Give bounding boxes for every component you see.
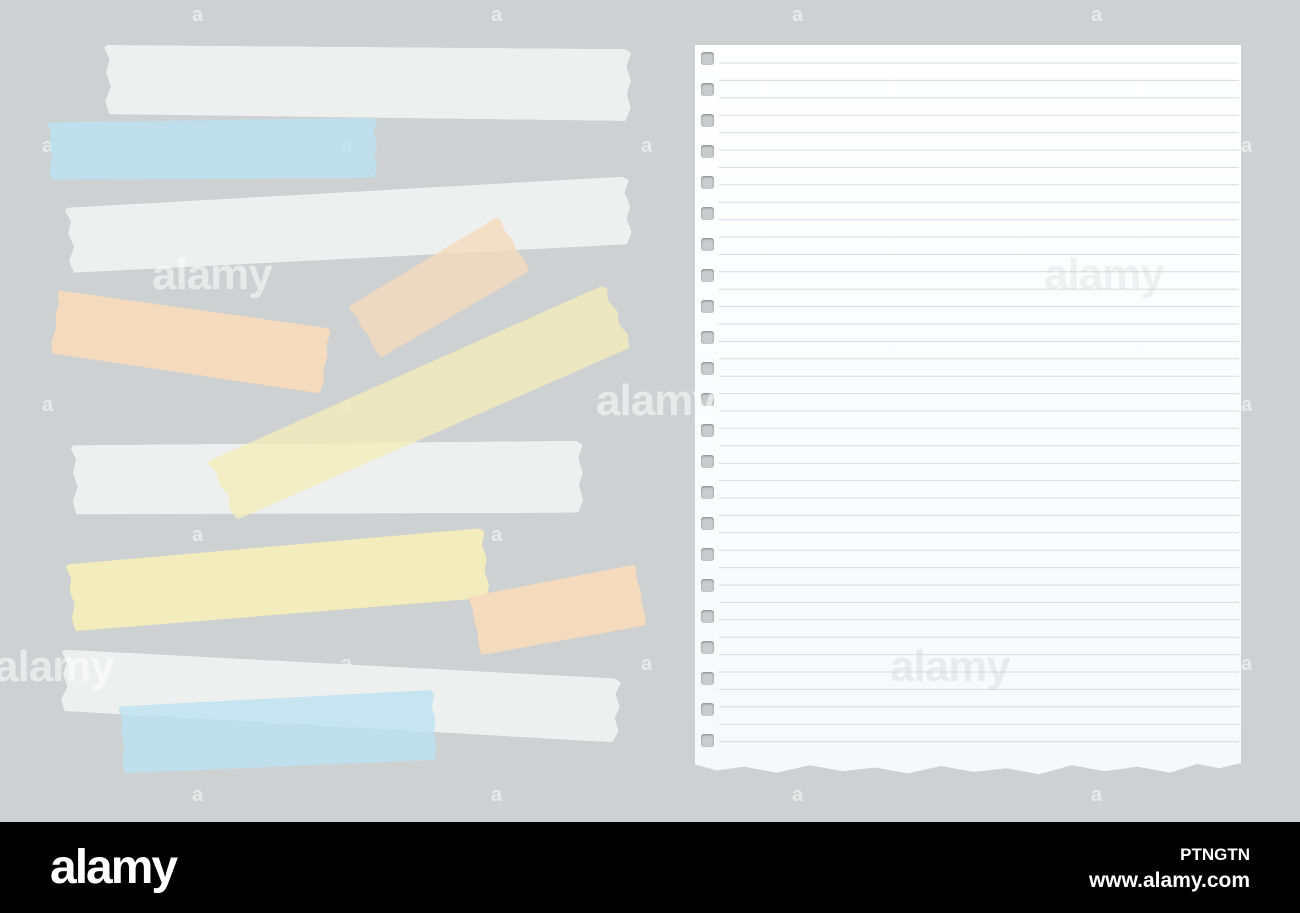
spiral-hole — [701, 207, 714, 220]
spiral-hole — [701, 517, 714, 530]
footer-url: www.alamy.com — [1088, 869, 1250, 892]
spiral-hole — [701, 238, 714, 251]
watermark-mark: a — [641, 135, 652, 157]
background-canvas: a a a a a a a a a a a a a a a a a a a a … — [0, 0, 1300, 822]
tape-orange-3 — [469, 564, 648, 657]
watermark-mark: a — [1091, 4, 1102, 26]
watermark-mark: a — [42, 394, 53, 416]
watermark-mark: a — [491, 784, 502, 806]
tape-blue-1 — [48, 118, 378, 183]
spiral-hole — [701, 300, 714, 313]
watermark-logo: alamy — [1044, 250, 1165, 299]
notebook-paper — [695, 45, 1241, 775]
spiral-hole — [701, 145, 714, 158]
spiral-hole — [701, 734, 714, 747]
ruled-lines — [719, 62, 1239, 743]
spiral-hole — [701, 83, 714, 96]
spiral-hole — [701, 176, 714, 189]
spiral-hole — [701, 672, 714, 685]
watermark-mark: a — [192, 4, 203, 26]
spiral-hole — [701, 548, 714, 561]
image-id: PTNGTN — [1180, 845, 1250, 864]
tape-white-2 — [65, 176, 633, 275]
watermark-logo: alamy — [890, 642, 1011, 691]
footer-bar: alamy PTNGTN www.alamy.com — [0, 822, 1300, 913]
watermark-mark: a — [341, 653, 352, 675]
tape-white-1 — [104, 45, 632, 121]
watermark-mark: a — [1091, 784, 1102, 806]
watermark-mark: a — [1241, 394, 1252, 416]
spiral-hole — [701, 393, 714, 406]
tape-orange-1 — [49, 290, 331, 394]
watermark-mark: a — [192, 524, 203, 546]
watermark-mark: a — [1241, 135, 1252, 157]
watermark-mark: a — [792, 4, 803, 26]
spiral-hole — [701, 52, 714, 65]
watermark-mark: a — [42, 135, 53, 157]
spiral-hole — [701, 114, 714, 127]
watermark-logo: alamy — [596, 376, 717, 425]
watermark-mark: a — [792, 784, 803, 806]
watermark-logo: alamy — [0, 642, 115, 691]
footer-logo: alamy — [50, 841, 178, 894]
spiral-hole — [701, 331, 714, 344]
spiral-hole — [701, 610, 714, 623]
watermark-mark: a — [491, 524, 502, 546]
watermark-mark: a — [192, 784, 203, 806]
watermark-mark: a — [641, 653, 652, 675]
spiral-hole — [701, 455, 714, 468]
spiral-hole — [701, 269, 714, 282]
watermark-logo: alamy — [152, 250, 273, 299]
spiral-hole — [701, 579, 714, 592]
spiral-hole — [701, 703, 714, 716]
spiral-hole — [701, 486, 714, 499]
spiral-hole — [701, 362, 714, 375]
watermark-mark: a — [491, 4, 502, 26]
spiral-hole — [701, 424, 714, 437]
tape-yellow-2 — [66, 528, 491, 634]
watermark-mark: a — [1241, 653, 1252, 675]
spiral-hole — [701, 641, 714, 654]
